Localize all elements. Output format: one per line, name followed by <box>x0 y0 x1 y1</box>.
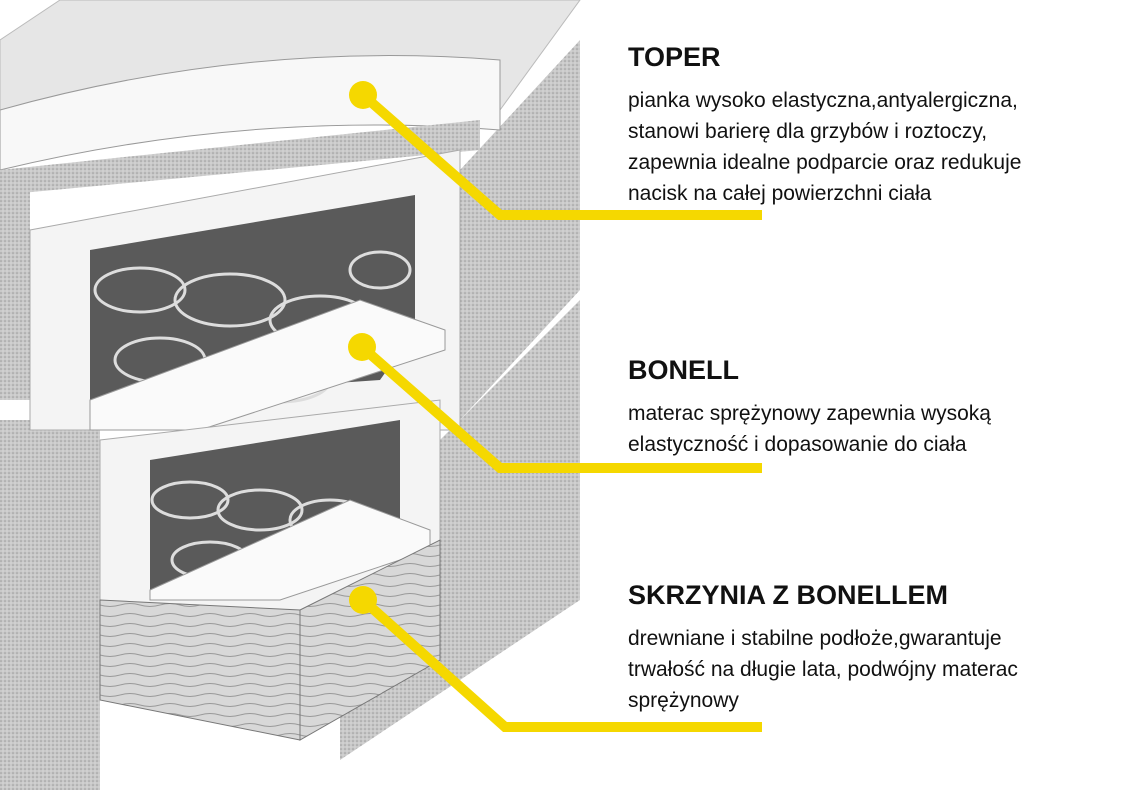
mattress-side <box>0 190 30 400</box>
section-title: BONELL <box>628 355 739 385</box>
callout-lines <box>358 91 762 732</box>
section-line: zapewnia idealne podparcie oraz redukuje <box>628 151 1022 174</box>
callout-dot-bonell <box>348 333 376 361</box>
section-line: drewniane i stabilne podłoże,gwarantuje <box>628 627 1002 650</box>
callout-line-toper <box>359 91 762 220</box>
section-line: trwałość na długie lata, podwójny matera… <box>628 658 1018 681</box>
section-line: nacisk na całej powierzchni ciała <box>628 182 932 205</box>
section-title: TOPER <box>628 42 721 72</box>
section-line: sprężynowy <box>628 689 739 712</box>
section-bonell: BONELL materac sprężynowy zapewnia wysok… <box>628 354 991 460</box>
section-line: materac sprężynowy zapewnia wysoką <box>628 402 991 425</box>
wooden-base <box>99 599 301 741</box>
upper-foam-slab <box>89 299 446 431</box>
callout-dot-toper <box>349 81 377 109</box>
section-toper: TOPER pianka wysoko elastyczna,antyalerg… <box>628 41 1021 209</box>
mattress-right <box>460 40 580 420</box>
section-line: stanowi barierę dla grzybów i roztoczy, <box>628 120 988 143</box>
box-base-side <box>0 420 100 790</box>
section-line: elastyczność i dopasowanie do ciała <box>628 433 967 456</box>
section-skrzynia: SKRZYNIA Z BONELLEM drewniane i stabilne… <box>628 579 1018 716</box>
wooden-base-side <box>299 539 441 741</box>
section-line: pianka wysoko elastyczna,antyalergiczna, <box>628 89 1018 112</box>
section-title: SKRZYNIA Z BONELLEM <box>628 580 948 610</box>
mattress-top-edge <box>0 120 480 195</box>
topper-layer <box>0 55 501 171</box>
callout-dot-skrzynia <box>349 586 377 614</box>
callout-line-bonell <box>358 343 762 473</box>
callout-line-skrzynia <box>359 596 762 732</box>
